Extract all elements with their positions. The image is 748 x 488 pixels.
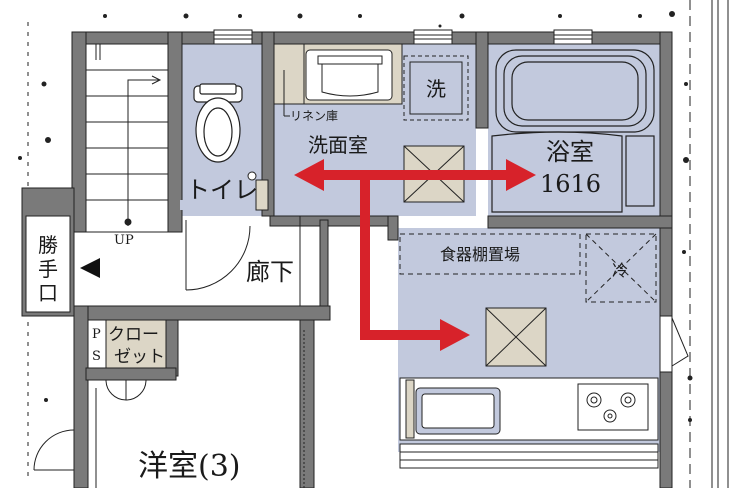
toilet-fixture-icon	[180, 83, 266, 210]
ps-label-p: P	[92, 327, 101, 342]
kitchen-counter	[399, 377, 659, 469]
route-arrow-vertical	[360, 176, 370, 340]
route-arrow-bottom	[360, 330, 446, 340]
service-entry-char-1: 勝	[38, 233, 58, 257]
pantry-label: 食器棚置場	[440, 245, 520, 264]
route-arrow-horizontal	[316, 170, 512, 180]
washroom-label: 洗面室	[308, 133, 368, 157]
route-arrow-head-left	[294, 159, 324, 191]
washer-box	[403, 55, 469, 121]
service-entry	[21, 187, 100, 317]
entry-arrow-icon	[80, 258, 100, 278]
windows	[213, 29, 593, 45]
bath-name-label: 浴室	[546, 138, 594, 166]
toilet-label: トイレ	[186, 176, 258, 204]
closet-doors	[33, 330, 305, 488]
kitchen-window	[659, 315, 689, 373]
kitchen-skylight	[485, 307, 547, 367]
toilet-accessories	[247, 171, 269, 211]
boundary-dots	[18, 11, 693, 422]
pantry-area	[399, 233, 657, 303]
washroom-fixtures	[273, 43, 403, 117]
closet-label-line1: クロー	[108, 325, 159, 345]
closet-label-line2: ゼット	[114, 347, 165, 367]
circulation-arrows	[294, 159, 536, 351]
stove-burners-icon	[586, 392, 636, 423]
bath-size-label: 1616	[540, 170, 601, 198]
bedroom-label: 洋室(3)	[138, 449, 241, 484]
closet-area	[87, 319, 167, 369]
route-arrow-head-down-right	[440, 319, 470, 351]
service-entry-char-3: 口	[38, 281, 58, 305]
site-boundary	[27, 0, 729, 488]
linen-label: リネン庫	[290, 109, 338, 123]
ps-label-s: S	[92, 349, 101, 364]
stairs-up-label: UP	[114, 233, 134, 248]
route-arrow-head-right	[506, 159, 536, 191]
washer-label: 洗	[426, 77, 446, 101]
bathtub-icon	[491, 49, 655, 213]
hall-door	[185, 216, 301, 306]
service-entry-char-2: 手	[38, 257, 58, 281]
stairs	[85, 43, 169, 233]
hall-label: 廊下	[246, 258, 294, 286]
fridge-label: 冷	[612, 261, 628, 280]
